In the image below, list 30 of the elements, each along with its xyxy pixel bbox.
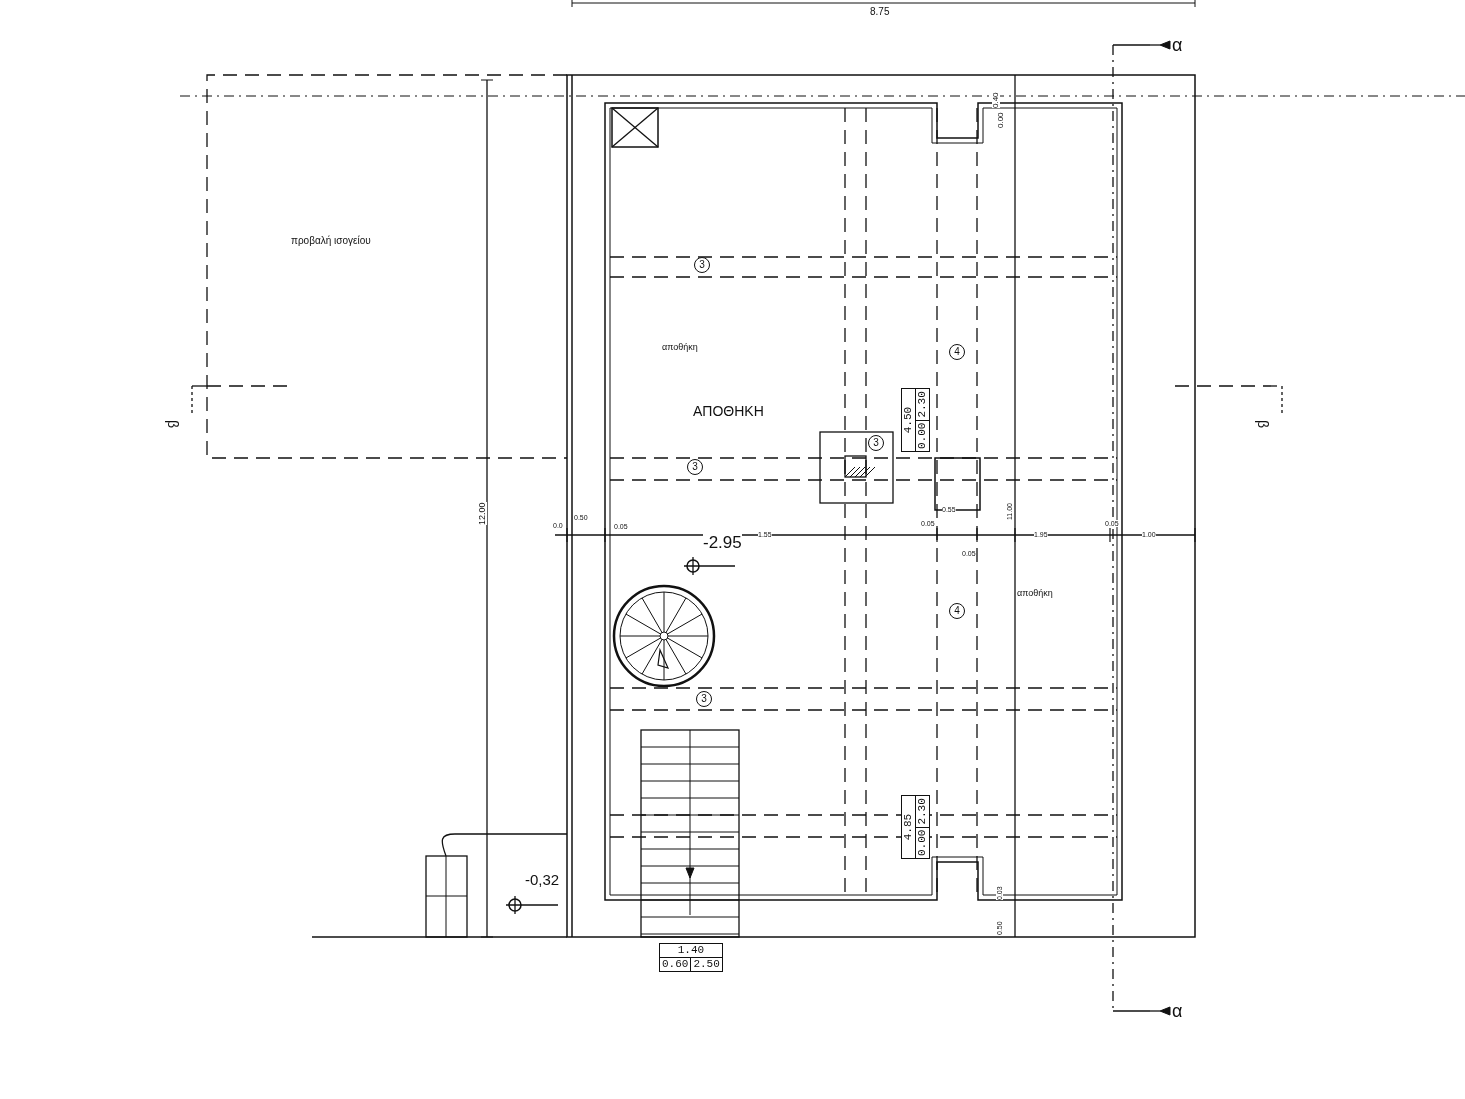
opening-tag (659, 943, 723, 972)
level-label: -2.95 (703, 534, 742, 551)
dimension-value: 2.30 (916, 390, 929, 420)
room-label: ΑΠΟΘΗΚΗ (693, 404, 764, 418)
dimension-value: 2.50 (692, 958, 721, 971)
opening-tag (901, 388, 930, 452)
room-label: αποθήκη (1017, 589, 1053, 598)
room-label: αποθήκη (662, 343, 698, 352)
level-label: -0,32 (525, 872, 560, 887)
callout-number: 3 (868, 435, 884, 451)
opening-tag (901, 795, 930, 859)
dimension-value: 4.85 (902, 796, 916, 858)
callout-number: 3 (687, 459, 703, 475)
callout-number: 3 (694, 257, 710, 273)
room-label: προβαλή ισογείου (291, 236, 371, 246)
dimension-label: 0.00 (997, 112, 1005, 128)
section-label: β (166, 420, 180, 429)
dimension-value: 1.40 (660, 944, 722, 958)
dimension-value: 0.00 (916, 826, 929, 858)
section-label: β (1256, 420, 1270, 429)
callout-number: 3 (696, 691, 712, 707)
dimension-value: 0.60 (660, 958, 692, 971)
dimension-label: 12.00 (478, 502, 487, 525)
dimension-value: 2.30 (916, 797, 929, 827)
dimension-label: 8.75 (870, 7, 890, 17)
dimension-value: 4.50 (902, 389, 916, 451)
callout-number: 4 (949, 603, 965, 619)
dimension-label: 0.40 (992, 92, 1000, 108)
callout-number: 4 (949, 344, 965, 360)
dimension-value: 0.00 (916, 419, 929, 451)
